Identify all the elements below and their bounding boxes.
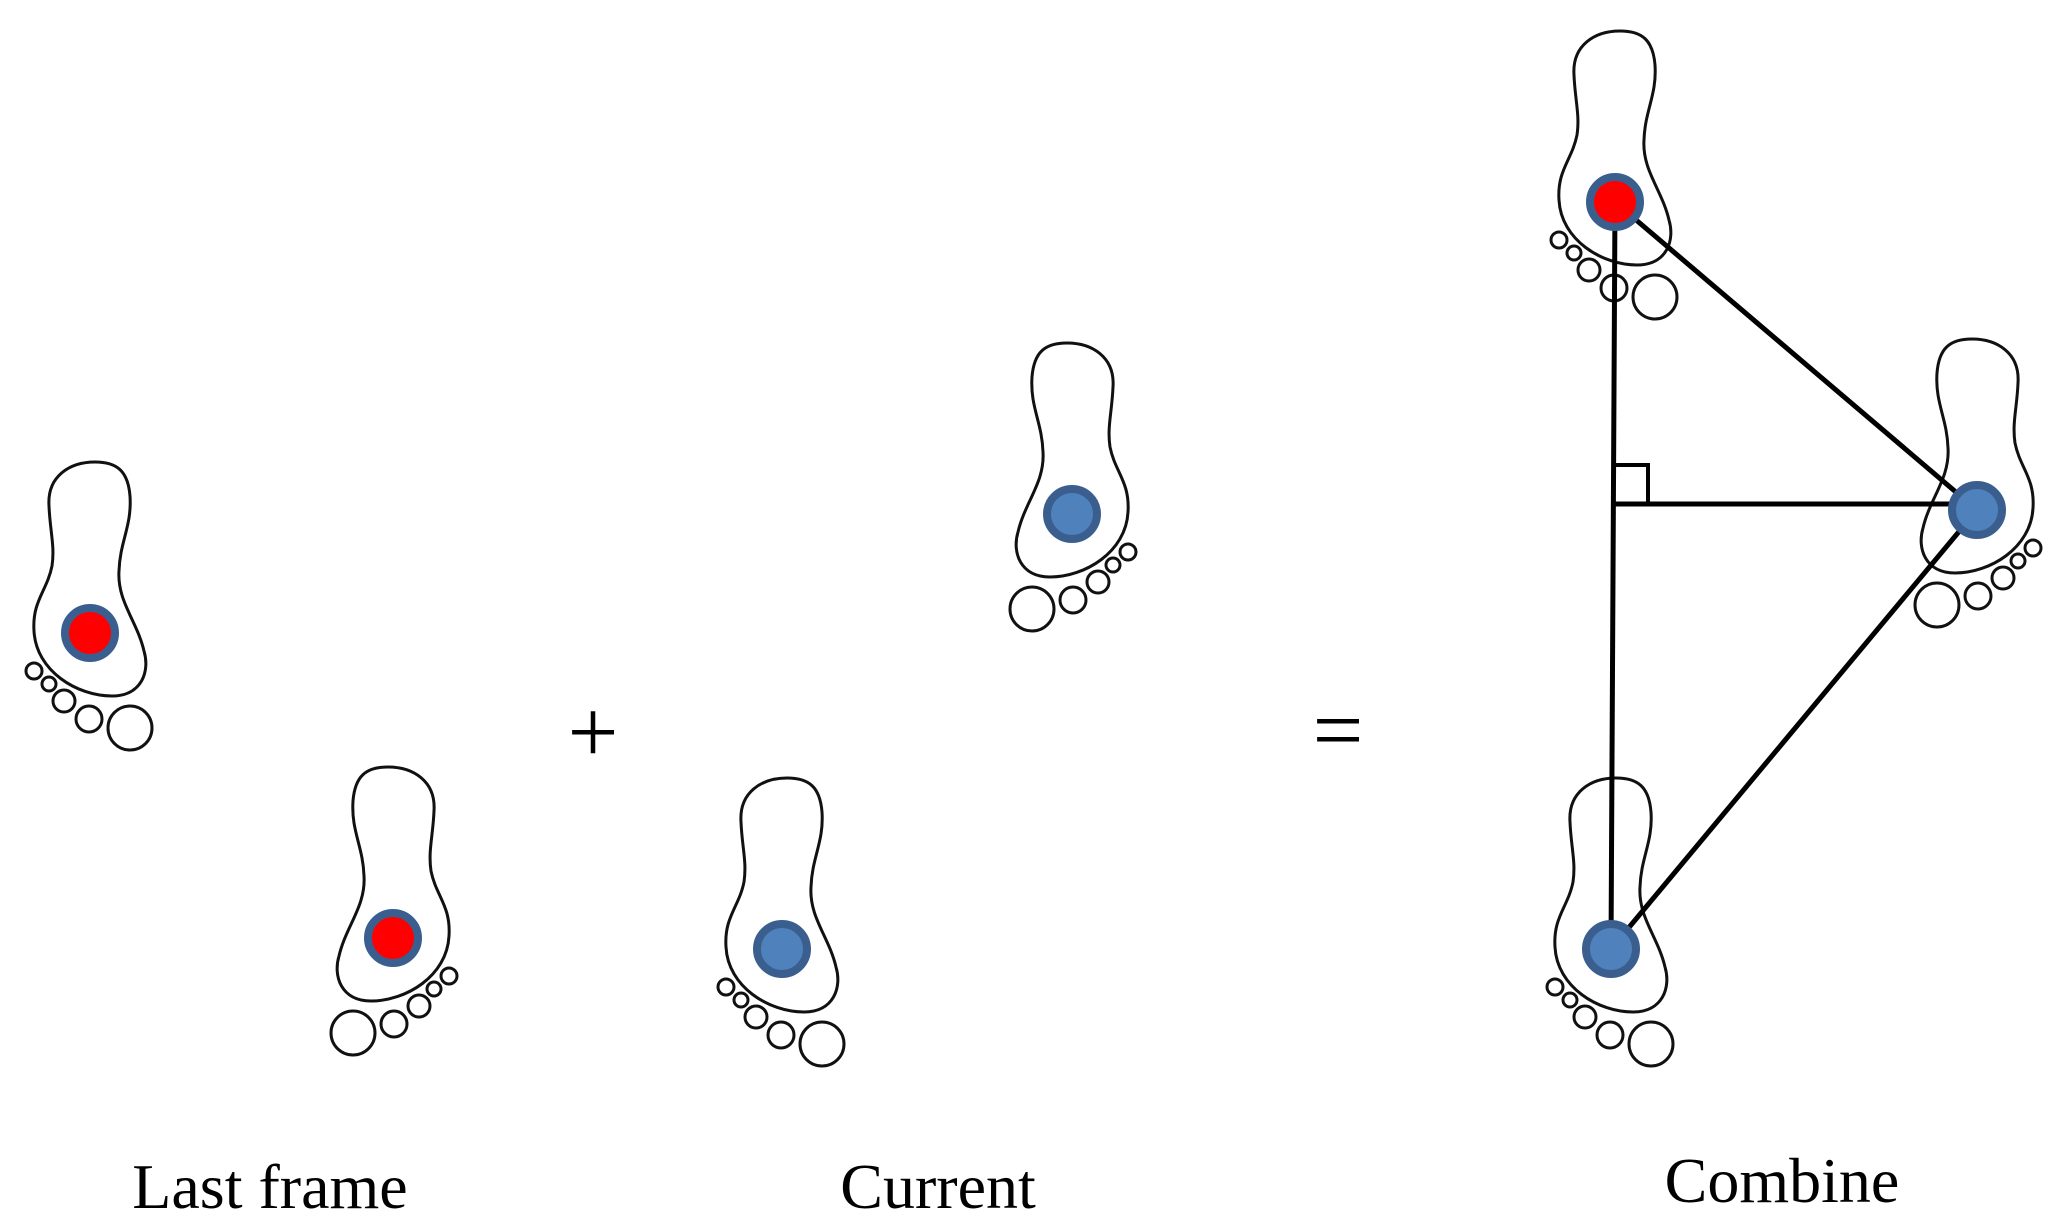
plus-operator: +: [568, 683, 619, 782]
last-frame-dot: [61, 604, 119, 662]
current-dot: [753, 920, 811, 978]
combine-dot-top: [1586, 173, 1644, 231]
right-angle-mark: [1612, 463, 1650, 504]
current-dot: [1043, 485, 1101, 543]
combine-dot-bottom: [1582, 920, 1640, 978]
current-foot-upper: [1008, 341, 1138, 633]
last-frame-foot-lower: [329, 765, 459, 1057]
top-right-line: [1613, 200, 1979, 512]
vertical-line: [1608, 201, 1618, 950]
label-current: Current: [840, 1151, 1036, 1222]
label-last-frame: Last frame: [132, 1151, 407, 1222]
current-foot-lower: [716, 776, 846, 1068]
last-frame-dot: [364, 909, 422, 967]
equals-operator: =: [1313, 681, 1364, 780]
right-bottom-line: [1609, 508, 1979, 951]
triangle-lines: [1608, 200, 1979, 951]
combine-dot-right: [1948, 481, 2006, 539]
label-combine: Combine: [1665, 1145, 1900, 1216]
last-frame-foot-upper: [24, 460, 154, 752]
